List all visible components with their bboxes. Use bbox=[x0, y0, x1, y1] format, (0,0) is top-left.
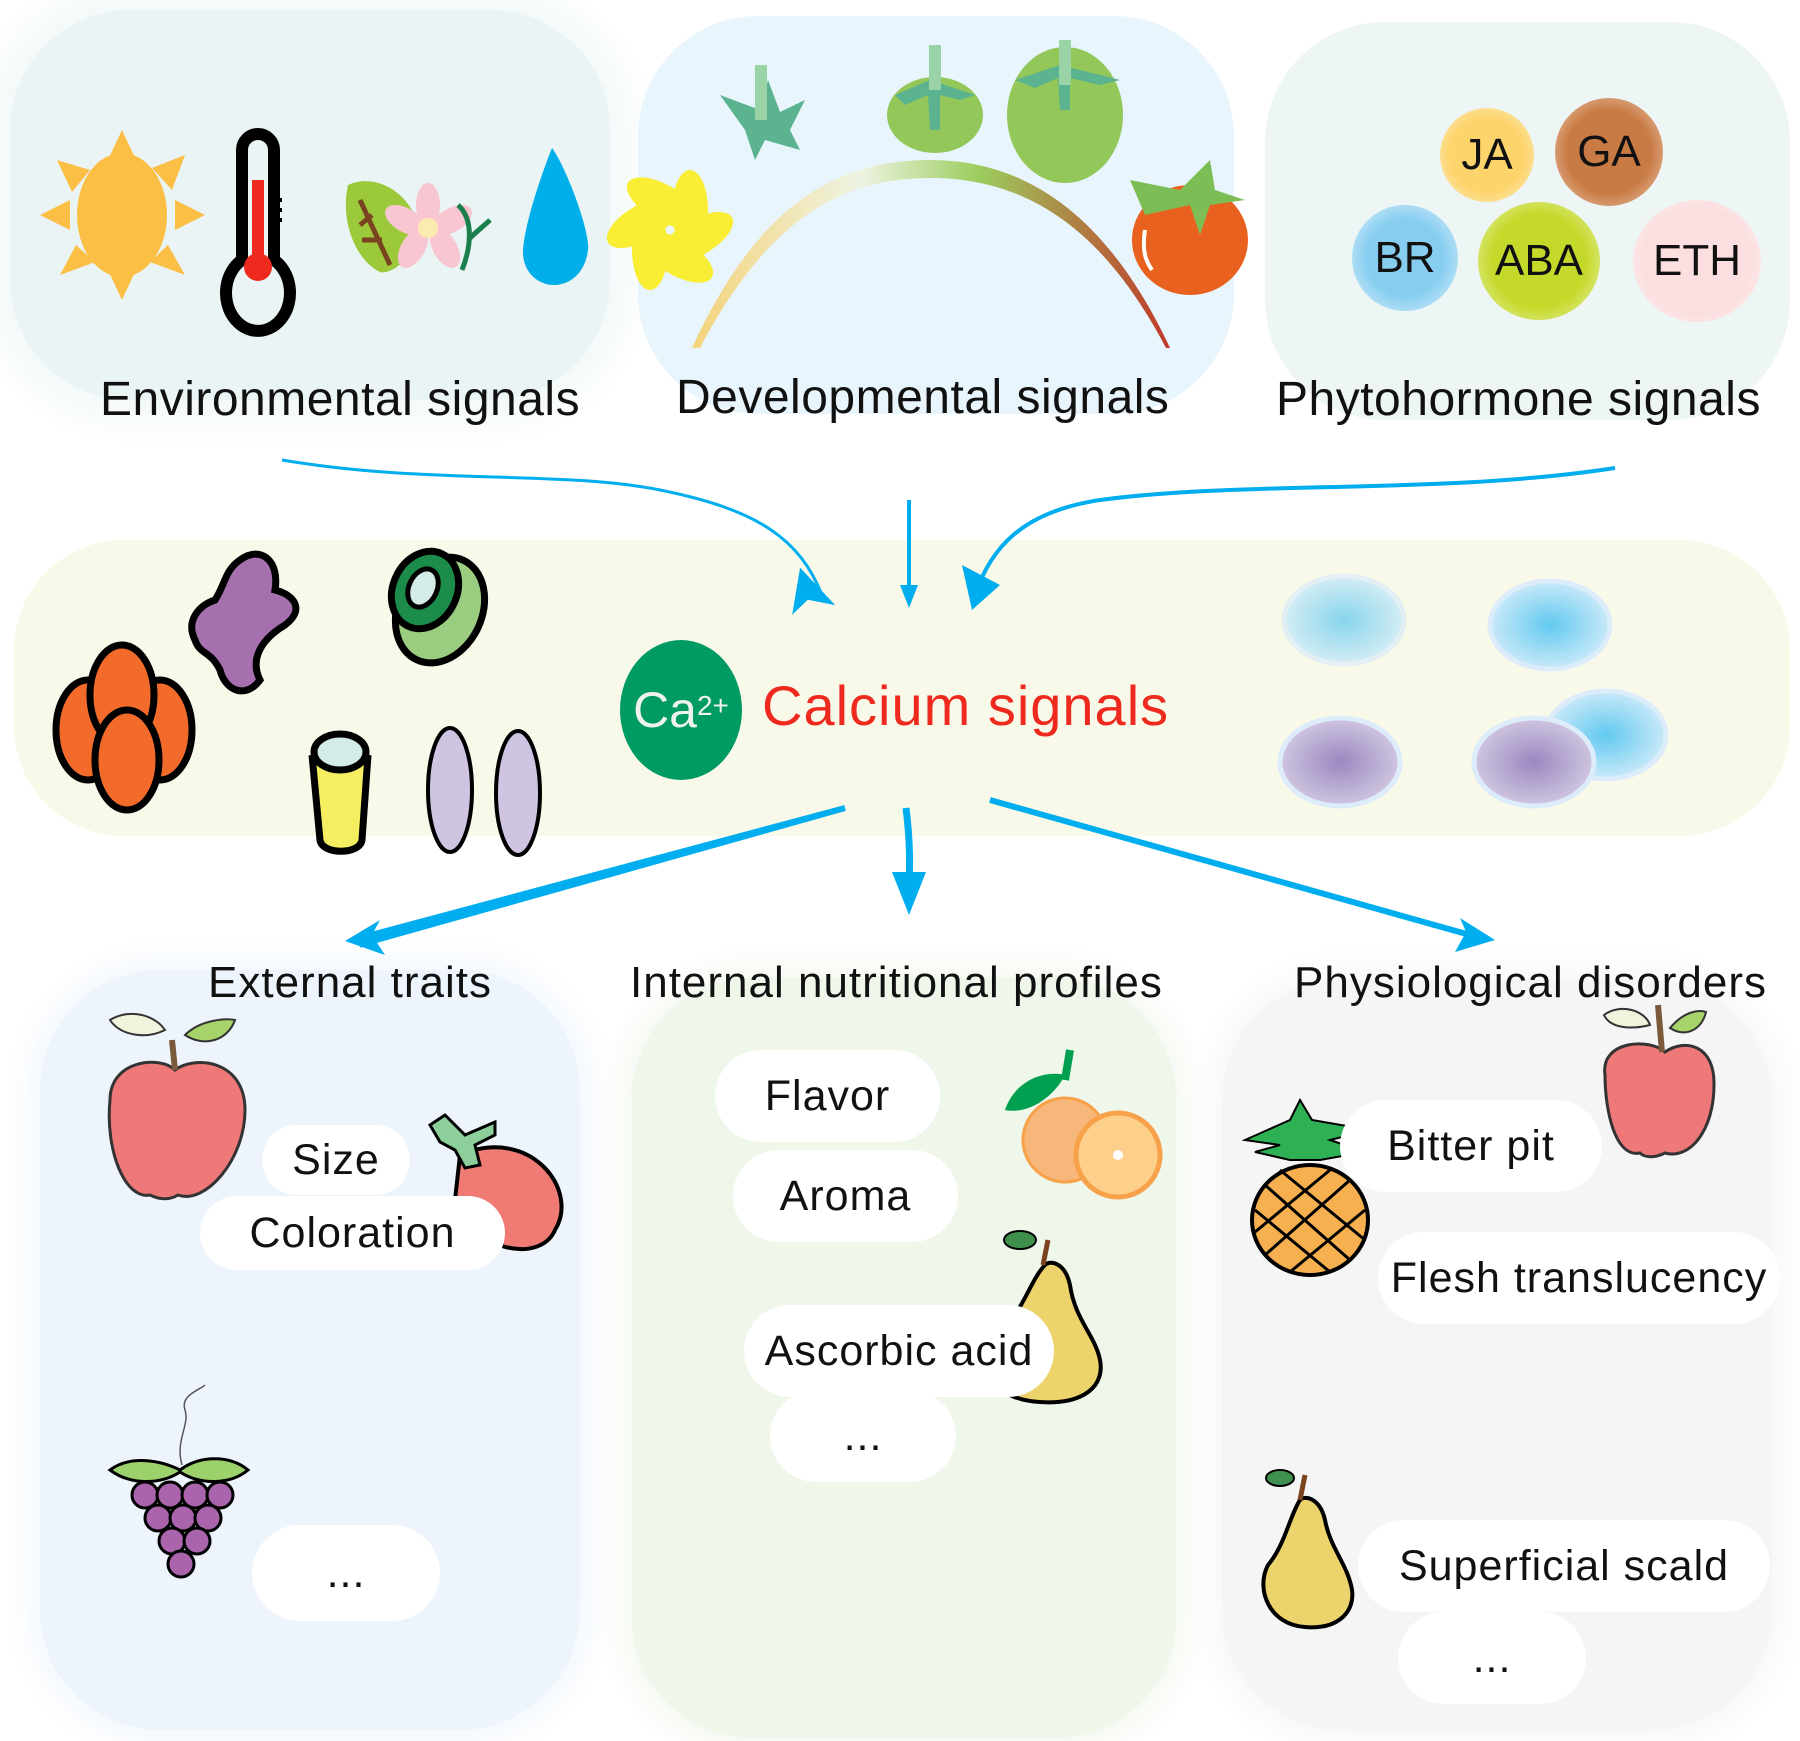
disorder-flesh-translucency: Flesh translucency bbox=[1378, 1232, 1780, 1324]
arrow-hormone-head bbox=[962, 565, 1000, 610]
development-arc bbox=[692, 160, 1170, 348]
mitochondrion-icon bbox=[387, 547, 489, 667]
hormone-ja: JA bbox=[1440, 108, 1534, 202]
arrow-internal-head bbox=[892, 872, 926, 915]
vacuole-cluster-icon bbox=[52, 641, 196, 814]
profile-aroma: Aroma bbox=[733, 1150, 958, 1242]
disorder-bitter-pit: Bitter pit bbox=[1340, 1100, 1602, 1192]
er-icon bbox=[188, 550, 300, 695]
external-traits-label: External traits bbox=[208, 958, 492, 1007]
profile-more: ... bbox=[770, 1390, 956, 1482]
leaf-flower-icon bbox=[345, 181, 492, 273]
arrow-dev-head bbox=[900, 585, 918, 608]
hormone-eth: ETH bbox=[1633, 200, 1761, 322]
phytohormone-signals-label: Phytohormone signals bbox=[1276, 373, 1761, 426]
arrow-to-disorders bbox=[989, 797, 1471, 938]
pear-icon-2 bbox=[1261, 1469, 1355, 1630]
orange-icon bbox=[1005, 1049, 1163, 1200]
lens-organelle-icon-2 bbox=[494, 729, 542, 857]
trait-coloration: Coloration bbox=[200, 1196, 505, 1270]
lens-organelle-icon bbox=[426, 726, 474, 854]
disorder-superficial-scald: Superficial scald bbox=[1358, 1520, 1770, 1612]
arrow-disorders-head bbox=[1455, 918, 1495, 952]
arrow-env-head bbox=[792, 567, 836, 615]
cylinder-organelle-icon bbox=[308, 730, 372, 855]
hormone-ga: GA bbox=[1555, 98, 1663, 206]
calyx-icon bbox=[720, 65, 805, 160]
profile-flavor: Flavor bbox=[715, 1050, 940, 1142]
flower-icon bbox=[606, 170, 734, 290]
thermometer-icon bbox=[220, 128, 296, 337]
grape-icon bbox=[107, 1384, 251, 1579]
trait-size: Size bbox=[262, 1125, 410, 1195]
arrow-external-head bbox=[345, 920, 385, 955]
apple-icon-2 bbox=[1602, 1004, 1716, 1159]
trait-more: ... bbox=[252, 1525, 440, 1621]
arrow-env-to-calcium bbox=[281, 458, 824, 596]
hormone-br: BR bbox=[1352, 205, 1458, 311]
water-drop-icon bbox=[522, 148, 589, 285]
outgoing-arrows bbox=[345, 797, 1495, 955]
organelles bbox=[52, 547, 542, 857]
physiological-disorders-label: Physiological disorders bbox=[1294, 958, 1767, 1007]
disorder-more: ... bbox=[1398, 1612, 1586, 1704]
ripe-tomato-icon bbox=[1130, 160, 1248, 295]
environmental-signals-label: Environmental signals bbox=[100, 373, 581, 426]
sun-icon bbox=[40, 130, 205, 300]
large-green-fruit-icon bbox=[1007, 40, 1123, 183]
calcium-signals-title: Calcium signals bbox=[762, 674, 1170, 737]
arrow-hormone-to-calcium bbox=[973, 466, 1616, 596]
small-green-fruit-icon bbox=[887, 45, 983, 153]
cell-group bbox=[1277, 573, 1669, 809]
developmental-signals-label: Developmental signals bbox=[676, 371, 1170, 424]
hormone-aba: ABA bbox=[1478, 202, 1600, 320]
incoming-arrows bbox=[281, 458, 1616, 615]
profile-ascorbic-acid: Ascorbic acid bbox=[744, 1305, 1054, 1397]
internal-profiles-label: Internal nutritional profiles bbox=[630, 958, 1163, 1007]
apple-icon bbox=[107, 1012, 247, 1201]
